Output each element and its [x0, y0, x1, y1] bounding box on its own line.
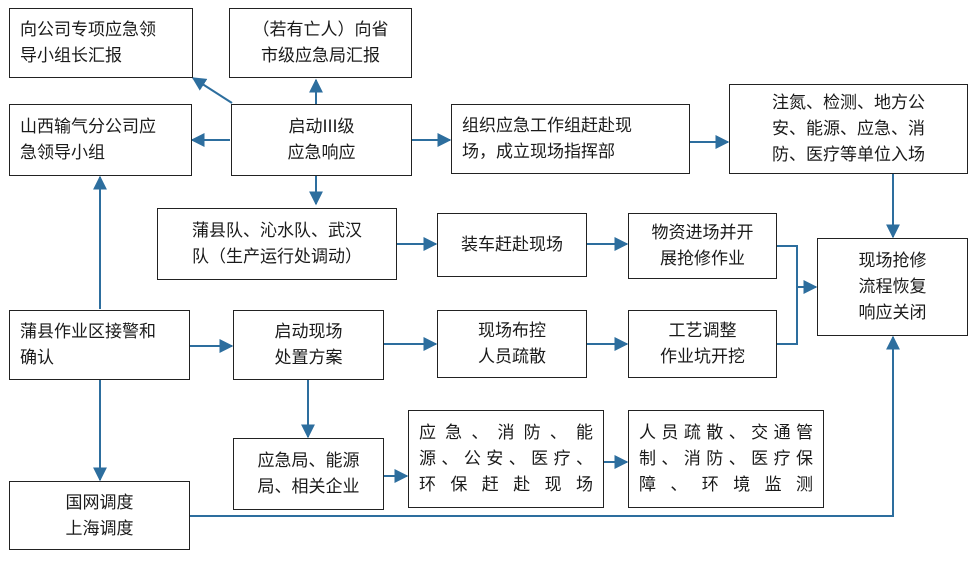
box-evacuation: 人员疏散、交通管 制、消防、医疗保 障、环境监测: [628, 410, 824, 508]
label-load-truck: 装车赶赴现场: [461, 235, 563, 255]
label-grid-dispatch: 国网调度 上海调度: [65, 492, 134, 539]
box-org-team: 组织应急工作组赶赴现 场，成立现场指挥部: [451, 104, 690, 174]
label-org-team: 组织应急工作组赶赴现 场，成立现场指挥部: [462, 116, 632, 162]
box-emergency-agencies: 应急、消防、能 源、公安、医疗、 环保赶赴现场: [408, 410, 604, 508]
label-units-arrive: 注氮、检测、地方公 安、能源、应急、消 防、医疗等单位入场: [772, 93, 925, 165]
box-teams: 蒲县队、沁水队、武汉 队（生产运行处调动）: [157, 208, 397, 280]
box-start-plan: 启动现场 处置方案: [233, 310, 384, 380]
box-report-company: 向公司专项应急领 导小组长汇报: [9, 8, 193, 78]
label-start-plan: 启动现场 处置方案: [274, 322, 343, 368]
label-site-control: 现场布控 人员疏散: [478, 321, 546, 367]
label-process-adjust: 工艺调整 作业坑开挖: [660, 321, 745, 367]
box-start-level3: 启动III级 应急响应: [231, 104, 412, 176]
box-puxian-alarm: 蒲县作业区接警和 确认: [9, 310, 190, 380]
box-repair-close: 现场抢修 流程恢复 响应关闭: [817, 238, 968, 336]
arrow-grid-to-repair-close: [190, 335, 900, 517]
box-report-province: （若有亡人）向省 市级应急局汇报: [229, 8, 412, 78]
box-site-control: 现场布控 人员疏散: [437, 310, 587, 378]
box-shanxi-leader: 山西输气分公司应 急领导小组: [9, 104, 192, 176]
label-puxian-alarm: 蒲县作业区接警和 确认: [20, 322, 156, 368]
label-shanxi-leader: 山西输气分公司应 急领导小组: [20, 117, 156, 163]
label-report-province: （若有亡人）向省 市级应急局汇报: [252, 20, 389, 66]
label-materials: 物资进场并开 展抢修作业: [651, 223, 754, 269]
label-report-company: 向公司专项应急领 导小组长汇报: [20, 20, 156, 66]
box-process-adjust: 工艺调整 作业坑开挖: [628, 310, 777, 378]
box-materials: 物资进场并开 展抢修作业: [628, 213, 777, 279]
arrow-process-to-repair-close: [777, 287, 798, 345]
arrow-materials-to-repair-close: [777, 245, 818, 294]
label-repair-close: 现场抢修 流程恢复 响应关闭: [858, 251, 927, 323]
box-load-truck: 装车赶赴现场: [437, 213, 587, 277]
label-evacuation: 人员疏散、交通管 制、消防、医疗保 障、环境监测: [639, 423, 813, 495]
arrow-start-to-report-company: [191, 77, 233, 104]
label-start-level3: 启动III级 应急响应: [287, 117, 356, 163]
label-teams: 蒲县队、沁水队、武汉 队（生产运行处调动）: [192, 221, 362, 267]
box-units-arrive: 注氮、检测、地方公 安、能源、应急、消 防、医疗等单位入场: [729, 84, 968, 174]
box-emergency-bureau: 应急局、能源 局、相关企业: [233, 438, 384, 510]
box-grid-dispatch: 国网调度 上海调度: [9, 481, 190, 550]
label-emergency-agencies: 应急、消防、能 源、公安、医疗、 环保赶赴现场: [419, 423, 593, 495]
label-emergency-bureau: 应急局、能源 局、相关企业: [257, 451, 360, 497]
